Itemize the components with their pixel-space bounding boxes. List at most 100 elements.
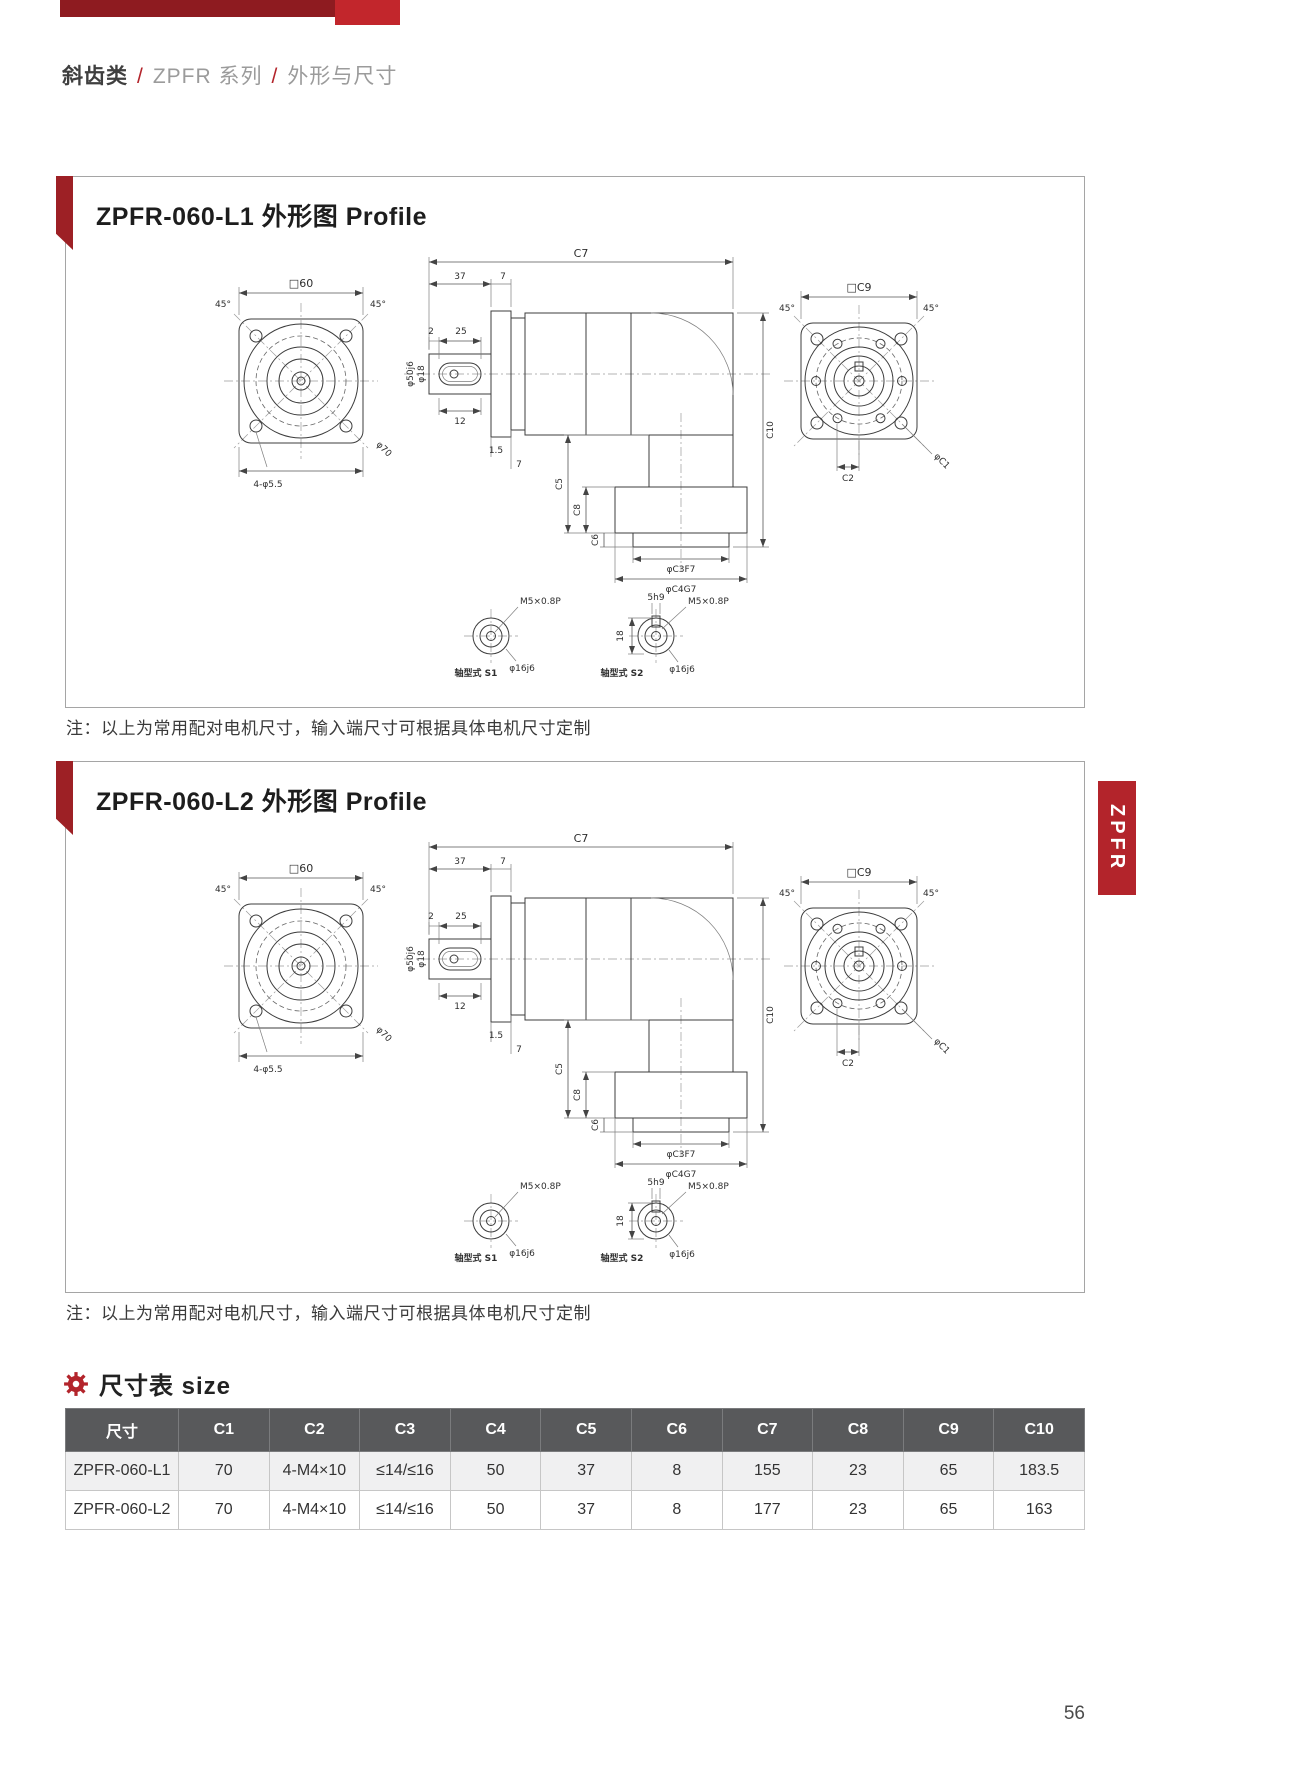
side-dim-2: 2 — [428, 912, 434, 922]
header-cell: 尺寸 — [65, 1408, 179, 1452]
profile-panel-l2: ZPFR-060-L2 外形图 Profile □ — [56, 761, 1085, 1293]
top-accent-bar — [60, 0, 335, 17]
value-cell: ≤14/≤16 — [359, 1451, 451, 1491]
side-dim-7-top: 7 — [500, 857, 506, 867]
header-cell: C2 — [268, 1408, 361, 1452]
s2-key-dim: 5h9 — [647, 593, 664, 603]
panel-corner-ribbon — [56, 176, 73, 250]
side-tab-zpfr: ZPFR — [1098, 781, 1136, 895]
technical-drawing-l2: □60 45° 45° 4-φ5.5 φ70 — [66, 826, 1084, 1288]
value-cell: 70 — [178, 1490, 270, 1530]
s1-phi-dim: φ16j6 — [509, 1249, 535, 1259]
rear-angle-right: 45° — [923, 889, 939, 899]
side-dim-12: 12 — [454, 417, 465, 427]
header-cell: C1 — [178, 1408, 270, 1452]
s2-phi-dim: φ16j6 — [669, 1250, 695, 1260]
header-cell: C8 — [812, 1408, 904, 1452]
side-dim-25: 25 — [455, 327, 466, 337]
s2-key-dim: 5h9 — [647, 1178, 664, 1188]
top-accent-block — [335, 0, 400, 25]
side-c8-dim: C8 — [573, 1089, 583, 1101]
header-cell: C3 — [359, 1408, 451, 1452]
s2-phi-dim: φ16j6 — [669, 665, 695, 675]
side-phi50-dim: φ50j6 — [406, 946, 416, 972]
front-angle-right: 45° — [370, 885, 386, 895]
s2-dim-18: 18 — [616, 630, 626, 642]
front-holes-dim: 4-φ5.5 — [253, 1065, 282, 1075]
side-phiC4-dim: φC4G7 — [666, 585, 697, 595]
panel-corner-ribbon — [56, 761, 73, 835]
side-dim-37: 37 — [454, 857, 465, 867]
shaft-detail-s2: 5h9 M5×0.8P 18 轴型式 S2 φ16j6 — [601, 593, 730, 679]
shaft-detail-s2: 5h9 M5×0.8P 18 轴型式 S2 φ16j6 — [601, 1178, 730, 1264]
side-dim-7-top: 7 — [500, 272, 506, 282]
value-cell: 37 — [540, 1451, 632, 1491]
value-cell: 155 — [721, 1451, 814, 1491]
side-phiC3-dim: φC3F7 — [667, 1150, 696, 1160]
front-bolt-circle-dim: φ70 — [374, 1025, 394, 1045]
panel-note-l1: 注：以上为常用配对电机尺寸，输入端尺寸可根据具体电机尺寸定制 — [66, 719, 591, 738]
side-phi50-dim: φ50j6 — [406, 361, 416, 387]
rear-view: □C9 45° 45° C2 φC1 — [779, 281, 951, 484]
value-cell: 4-M4×10 — [268, 1490, 361, 1530]
breadcrumb: 斜齿类/ZPFR 系列/外形与尺寸 — [62, 60, 397, 90]
value-cell: 8 — [630, 1451, 723, 1491]
front-square-dim: □60 — [289, 277, 313, 290]
front-view: □60 45° 45° 4-φ5.5 φ70 — [215, 862, 393, 1075]
rear-phiC1-dim: φC1 — [932, 1037, 952, 1057]
rear-c2-dim: C2 — [842, 474, 854, 484]
side-c6-dim: C6 — [591, 1119, 601, 1131]
value-cell: 183.5 — [993, 1451, 1085, 1491]
side-phiC3-dim: φC3F7 — [667, 565, 696, 575]
panel-note-l2: 注：以上为常用配对电机尺寸，输入端尺寸可根据具体电机尺寸定制 — [66, 1304, 591, 1323]
side-c8-dim: C8 — [573, 504, 583, 516]
side-c10-dim: C10 — [766, 421, 776, 439]
side-dim-1-5: 1.5 — [489, 446, 503, 456]
profile-panel-l1: ZPFR-060-L1 外形图 Profile □ — [56, 176, 1085, 708]
s1-label: 轴型式 S1 — [455, 667, 498, 679]
value-cell: 23 — [812, 1490, 904, 1530]
value-cell: 4-M4×10 — [268, 1451, 361, 1491]
panel-title-l1: ZPFR-060-L1 外形图 Profile — [96, 203, 427, 231]
side-dim-7-bottom: 7 — [516, 460, 522, 470]
header-cell: C6 — [630, 1408, 723, 1452]
breadcrumb-section: 斜齿类 — [62, 65, 128, 88]
s2-label: 轴型式 S2 — [601, 667, 644, 679]
shaft-detail-s1: M5×0.8P φ16j6 轴型式 S1 — [455, 1182, 562, 1264]
value-cell: 37 — [540, 1490, 632, 1530]
s1-label: 轴型式 S1 — [455, 1252, 498, 1264]
front-bolt-circle-dim: φ70 — [374, 440, 394, 460]
profile-drawing: □60 45° 45° 4-φ5.5 φ70 — [215, 832, 952, 1264]
value-cell: 163 — [993, 1490, 1085, 1530]
rear-angle-left: 45° — [779, 889, 795, 899]
front-holes-dim: 4-φ5.5 — [253, 480, 282, 490]
front-square-dim: □60 — [289, 862, 313, 875]
value-cell: 177 — [721, 1490, 814, 1530]
side-view: C7 37 7 2 25 12 φ50j6 φ18 — [404, 247, 776, 595]
header-cell: C10 — [993, 1408, 1085, 1452]
profile-drawing: □60 45° 45° 4-φ5.5 φ70 — [215, 247, 951, 679]
side-c5-dim: C5 — [555, 1063, 565, 1075]
side-c10-dim: C10 — [766, 1006, 776, 1024]
s2-thread-dim: M5×0.8P — [688, 597, 729, 607]
s2-thread-dim: M5×0.8P — [688, 1182, 729, 1192]
side-dim-12: 12 — [454, 1002, 465, 1012]
header-cell: C7 — [721, 1408, 814, 1452]
value-cell: 8 — [630, 1490, 723, 1530]
rear-square-dim: □C9 — [846, 281, 871, 294]
gear-icon — [64, 1371, 88, 1396]
side-dim-7-bottom: 7 — [516, 1045, 522, 1055]
side-dim-37: 37 — [454, 272, 465, 282]
rear-angle-left: 45° — [779, 304, 795, 314]
rear-phiC1-dim: φC1 — [932, 452, 952, 472]
side-phiC4-dim: φC4G7 — [666, 1170, 697, 1180]
panel-title-l2: ZPFR-060-L2 外形图 Profile — [96, 788, 427, 816]
breadcrumb-separator: / — [137, 65, 144, 88]
side-dim-1-5: 1.5 — [489, 1031, 503, 1041]
side-overall-dim: C7 — [574, 247, 589, 260]
